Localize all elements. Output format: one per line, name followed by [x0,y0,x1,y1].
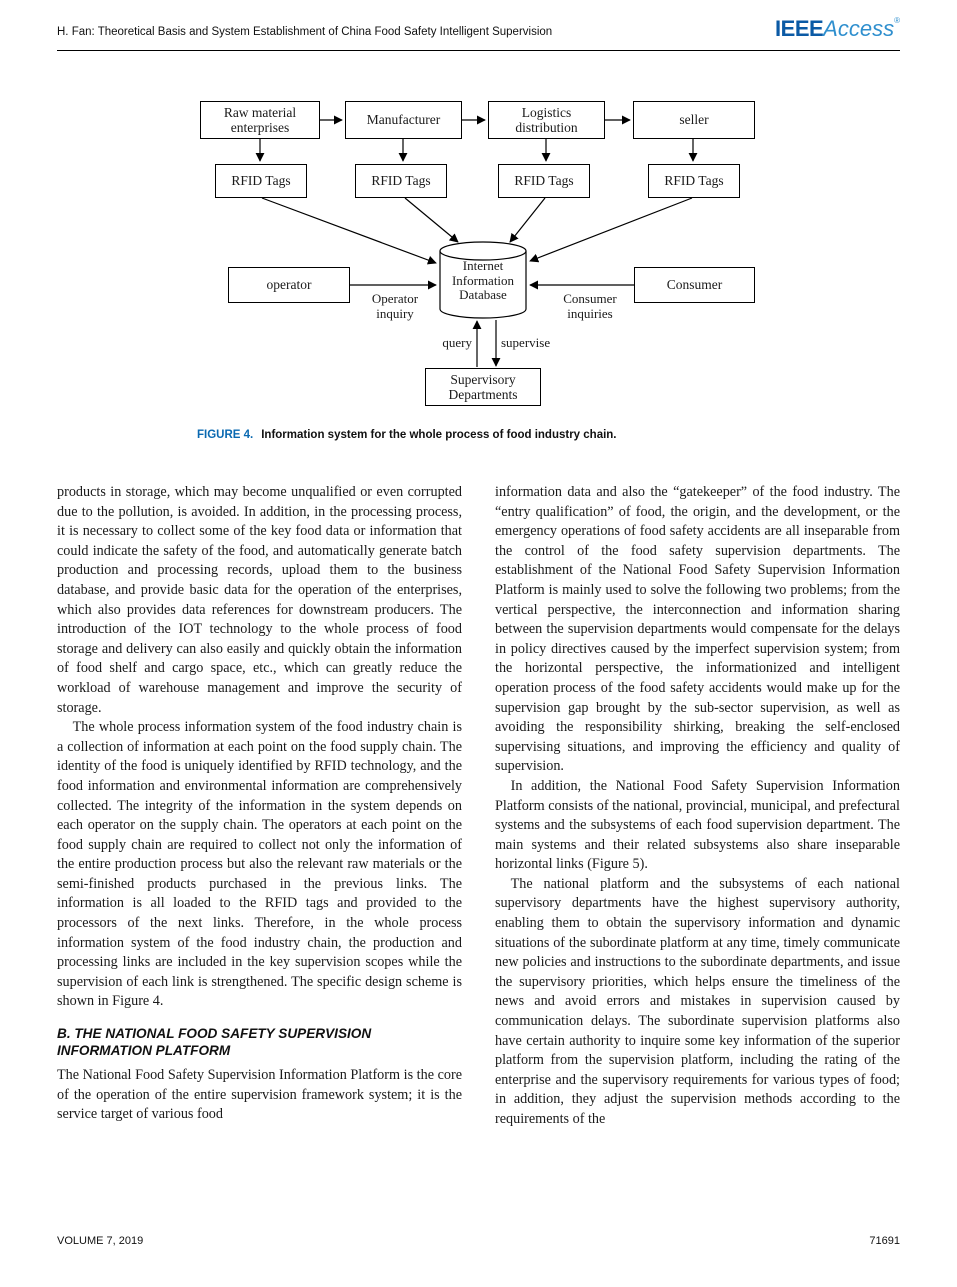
left-column: products in storage, which may become un… [57,483,462,1130]
label-consumer-inquiries: Consumer inquiries [563,291,617,321]
node-consumer: Consumer [634,267,755,303]
right-column: information data and also the “gatekeepe… [495,483,900,1130]
node-rfid-tags-4: RFID Tags [648,164,740,198]
node-internet-information-database: Internet Information Database [451,257,515,303]
node-rfid-tags-1: RFID Tags [215,164,307,198]
body-paragraph: information data and also the “gatekeepe… [495,484,900,775]
page-footer: VOLUME 7, 2019 71691 [57,1235,900,1247]
figure-4: Raw material enterprises Manufacturer Lo… [0,91,957,421]
label-supervise: supervise [501,335,551,350]
body-paragraph: In addition, the National Food Safety Su… [495,777,900,873]
body-paragraph: products in storage, which may become un… [57,484,462,716]
node-manufacturer: Manufacturer [345,101,462,139]
node-supervisory-departments: Supervisory Departments [425,368,541,406]
node-rfid-tags-2: RFID Tags [355,164,447,198]
footer-page-number: 71691 [869,1235,900,1247]
registered-mark: ® [894,16,900,25]
node-logistics-distribution: Logistics distribution [488,101,605,139]
body-paragraph: The national platform and the subsystems… [495,875,900,1127]
page-header: H. Fan: Theoretical Basis and System Est… [57,0,900,51]
body-paragraph: The National Food Safety Supervision Inf… [57,1067,462,1123]
footer-volume: VOLUME 7, 2019 [57,1235,144,1247]
section-heading-b: B. THE NATIONAL FOOD SAFETY SUPERVISION … [57,1026,372,1059]
node-raw-material-enterprises: Raw material enterprises [200,101,320,139]
label-query: query [442,335,472,350]
body-paragraph: The whole process information system of … [57,719,462,1010]
node-rfid-tags-3: RFID Tags [498,164,590,198]
ieee-access-logo: IEEEAccess® [775,16,900,42]
database-cylinder-shape [439,241,527,319]
node-operator: operator [228,267,350,303]
diagram-arrows [255,115,698,367]
figure-caption-text: Information system for the whole process… [261,429,617,441]
logo-access-text: Access [823,16,895,41]
figure-caption: FIGURE 4. Information system for the whol… [197,429,900,441]
logo-ieee-text: IEEE [775,16,824,41]
node-seller: seller [633,101,755,139]
figure-caption-label: FIGURE 4. [197,429,254,441]
label-operator-inquiry: Operator inquiry [371,291,419,321]
running-title: H. Fan: Theoretical Basis and System Est… [57,26,553,38]
body-columns: products in storage, which may become un… [57,483,900,1130]
